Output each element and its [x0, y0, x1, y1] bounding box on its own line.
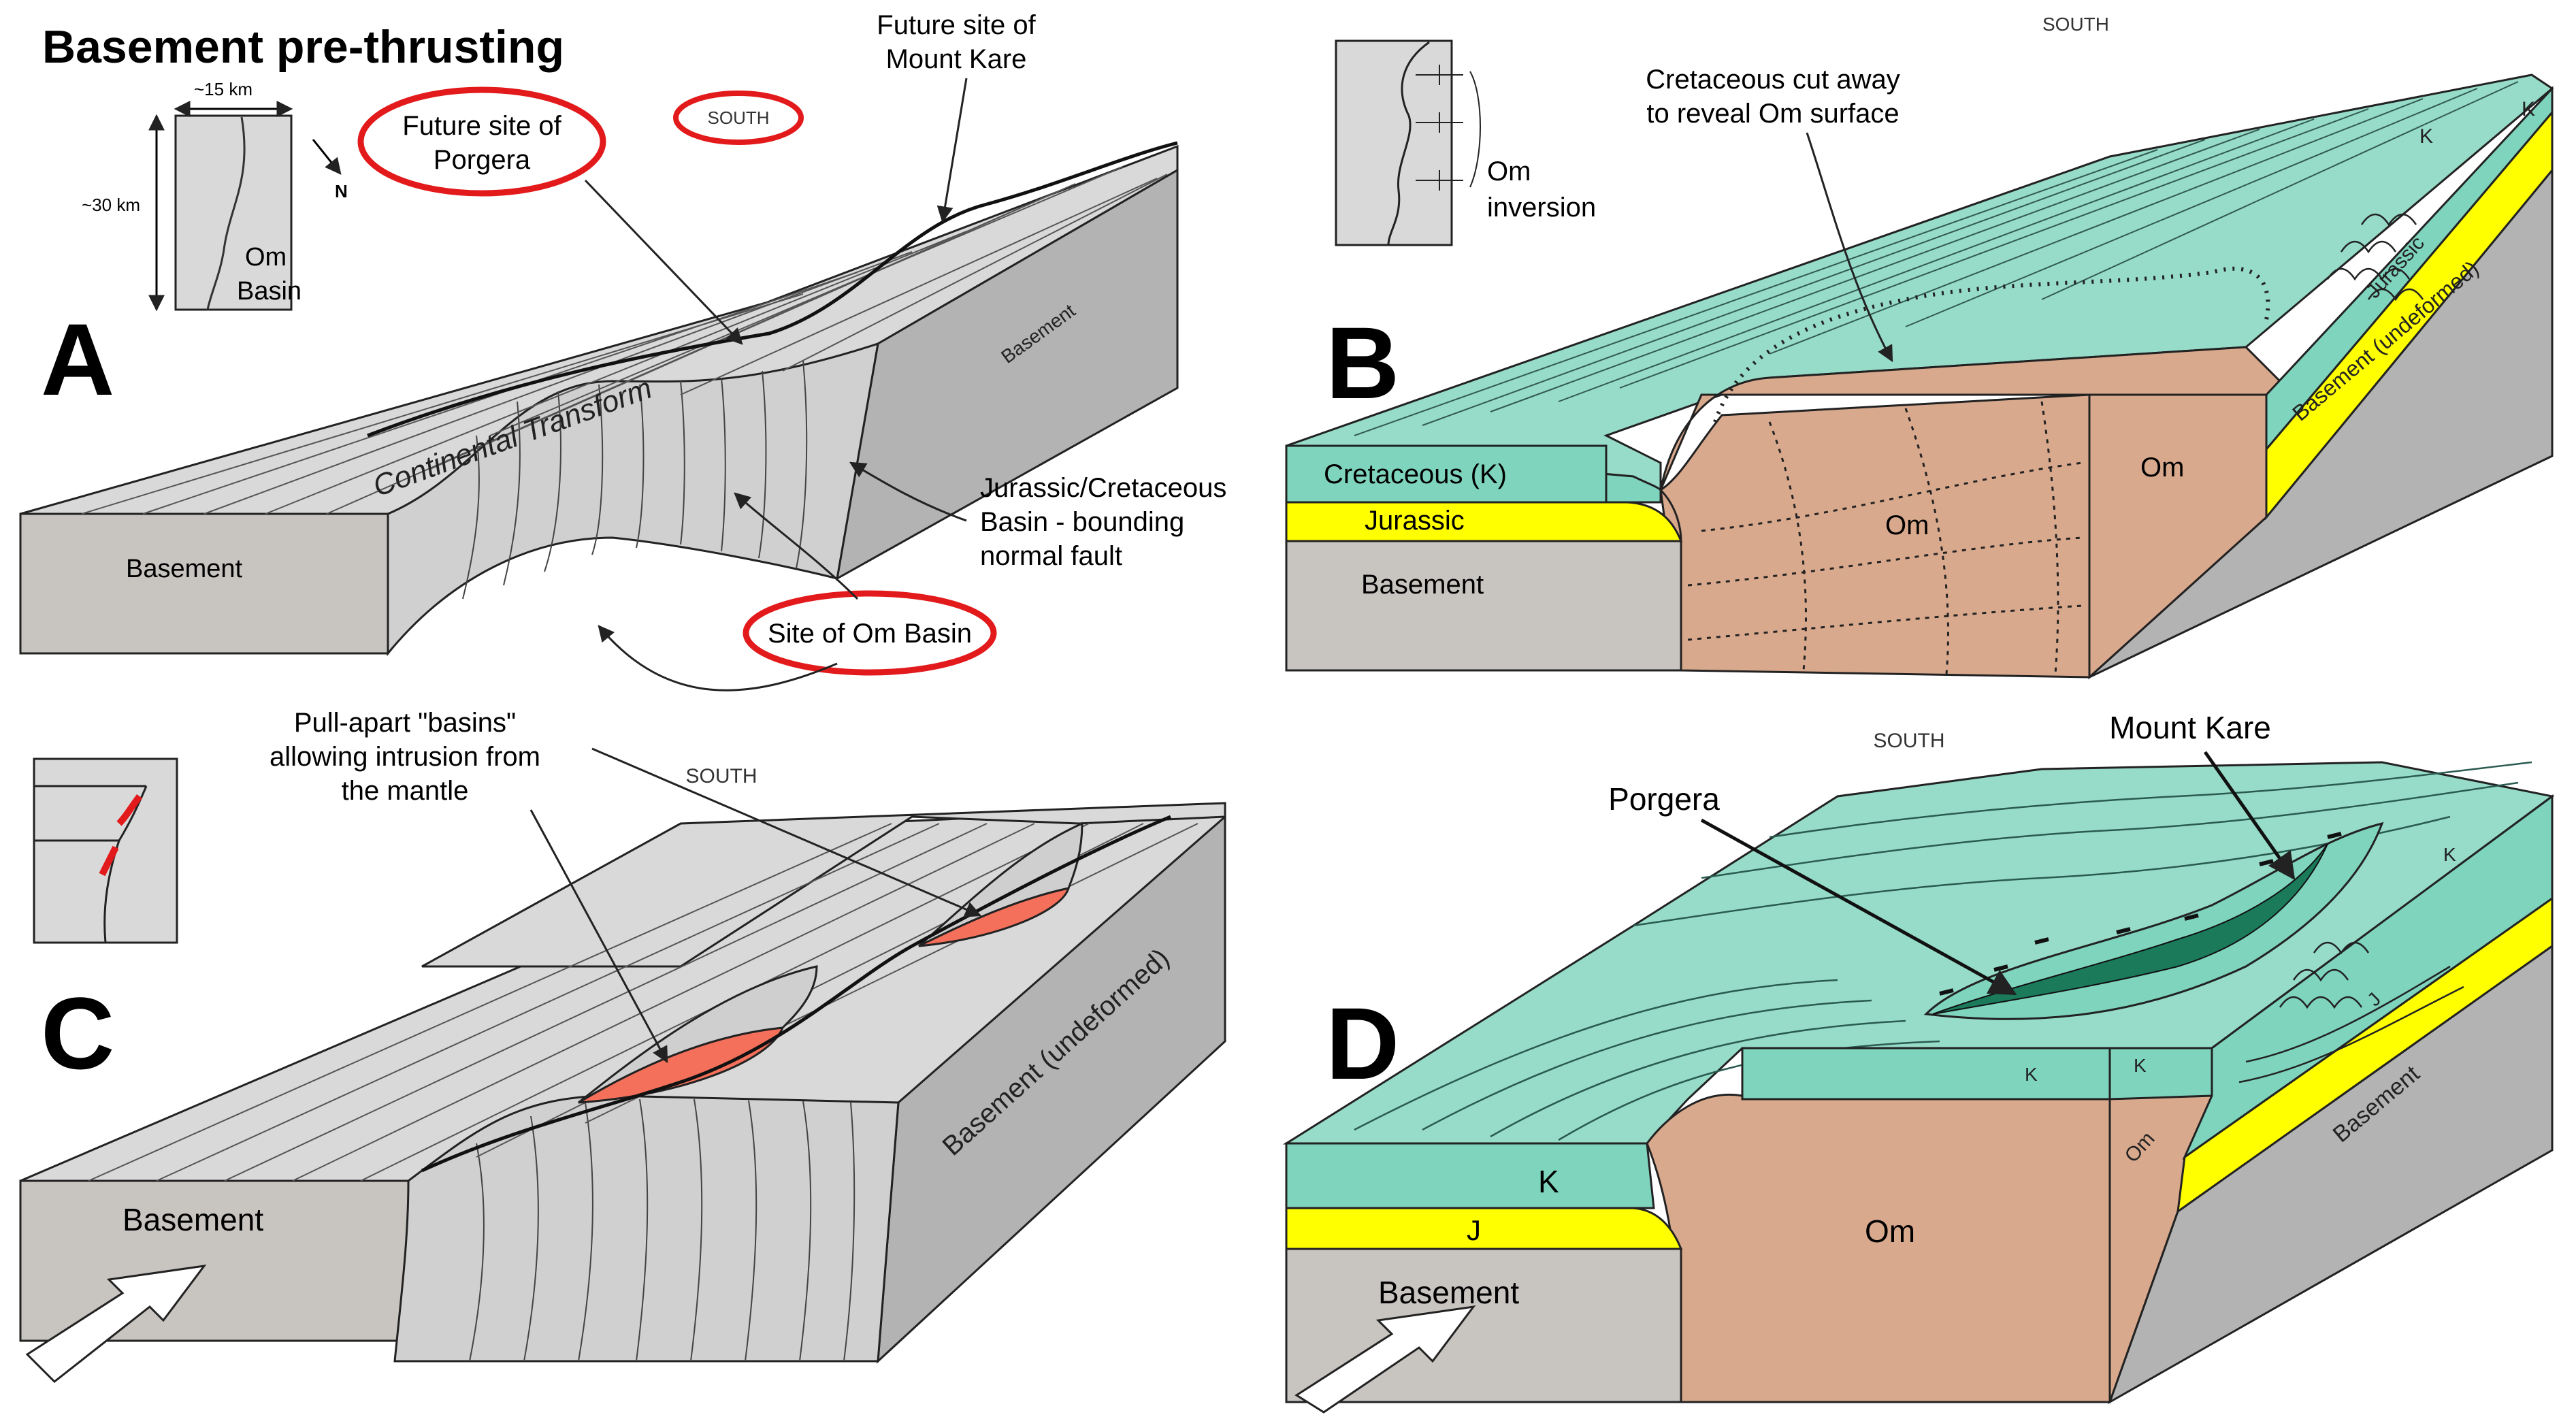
panel-d-k-top-front [1741, 1047, 2111, 1101]
pull-apart-wall-1 [578, 965, 818, 1104]
om-site-pointer-1 [734, 492, 859, 600]
om-site-pointer-2 [598, 625, 838, 691]
fault-label-line1: Jurassic/Cretaceous [980, 473, 1226, 503]
panel-c: C Pull-apart "basins" allowing intrusion… [19, 708, 1226, 1384]
panel-b-letter: B [1326, 306, 1399, 420]
panel-a: Basement pre-thrusting [19, 10, 1226, 691]
inset-width-label: ~15 km [194, 79, 252, 99]
panel-b-basement-label: Basement [1361, 570, 1484, 600]
panel-d-j-front [1285, 1207, 1683, 1250]
panel-b-om-front [1659, 393, 2091, 679]
panel-d-k-side [2108, 1047, 2213, 1101]
kare-pointer [936, 78, 968, 223]
inset-basin-label-line1: Om [245, 243, 287, 272]
om-site-label: Site of Om Basin [768, 619, 972, 649]
panel-d: SOUTH [1282, 710, 2555, 1414]
fault-pointer [849, 461, 967, 522]
panel-d-folds [2238, 941, 2464, 1084]
panel-d-cretaceous-end [2182, 794, 2554, 1160]
porgera-highlight-ellipse [357, 86, 606, 197]
panel-d-j-front-label: J [1467, 1214, 1481, 1246]
panel-b-k-label-2: K [2522, 98, 2535, 120]
panel-d-k-small-3: K [2443, 844, 2456, 865]
cut-label-line1: Cretaceous cut away [1646, 65, 1900, 95]
om-site-highlight-ellipse [743, 590, 997, 676]
panel-c-raised-block [421, 802, 1226, 968]
panel-a-letter: A [41, 302, 114, 417]
panel-b-cretaceous-label: Cretaceous (K) [1324, 459, 1507, 489]
panel-d-k-front [1285, 1142, 1655, 1209]
inset-inversion-label: inversion [1487, 193, 1596, 223]
panel-b-basement-front [1285, 540, 1682, 672]
panel-d-kare-pointer [2203, 751, 2296, 881]
panel-d-south-label: SOUTH [1874, 730, 1945, 752]
panel-b: Om inversion SOUTH [1285, 14, 2554, 680]
inset-height-label: ~30 km [82, 195, 140, 215]
panel-c-compression-arrow [25, 1265, 207, 1384]
panel-d-compression-arrow [1294, 1305, 1476, 1414]
panel-d-k-front-label: K [1538, 1164, 1559, 1199]
kare-label-line1: Future site of [877, 10, 1036, 40]
panel-d-ridges [1354, 761, 2532, 1141]
panel-b-south-label: SOUTH [2042, 14, 2109, 35]
panel-c-letter: C [41, 976, 114, 1090]
cut-label-line2: to reveal Om surface [1646, 99, 1899, 129]
panel-d-letter: D [1326, 986, 1399, 1101]
pull-pointer-2 [591, 747, 982, 917]
panel-d-k-small-1: K [2025, 1064, 2038, 1085]
panel-b-om-dotted [1687, 401, 2083, 674]
porgera-label-line1: Future site of [402, 111, 561, 141]
panel-b-jurassic-label: Jurassic [1365, 506, 1465, 536]
panel-d-om-label: Om [1865, 1214, 1915, 1249]
panel-d-trough [1923, 821, 2384, 1020]
fault-label-line2: Basin - bounding [980, 507, 1184, 537]
fault-label-line3: normal fault [980, 541, 1122, 571]
panel-c-transform-fault [421, 815, 1171, 1173]
panel-b-contact [1659, 489, 1682, 670]
panel-c-inset [33, 758, 178, 944]
panel-a-stripes [81, 166, 1168, 515]
panel-c-scarp-lines [469, 1098, 855, 1362]
panel-b-k-label-1: K [2419, 125, 2433, 148]
panel-d-k-small-2: K [2134, 1055, 2147, 1076]
panel-d-dashes [1939, 832, 2342, 996]
pull-label-line3: the mantle [342, 776, 469, 806]
panel-b-jurassic-band [1285, 501, 1683, 542]
panel-b-om-right-label: Om [2140, 453, 2184, 483]
panel-b-cretaceous-end [2265, 86, 2554, 453]
pull-label-line2: allowing intrusion from [270, 742, 540, 772]
porgera-label-line2: Porgera [434, 145, 531, 175]
panel-d-porgera-label: Porgera [1608, 781, 1720, 817]
south-highlight-ellipse [673, 91, 804, 145]
panel-a-basement-front-label: Basement [126, 555, 243, 583]
panel-d-basement-label: Basement [1378, 1275, 1519, 1310]
cut-pointer [1806, 132, 1893, 363]
panel-b-folds [2326, 213, 2424, 302]
panel-b-inset [1335, 39, 1481, 246]
panel-a-transform-fault [367, 141, 1178, 438]
panel-d-porgera-pointer [1700, 818, 2017, 996]
panel-b-cretaceous-band [1285, 444, 1608, 504]
panel-b-om-center-label: Om [1885, 510, 1929, 540]
panel-c-basement-front-label: Basement [123, 1202, 263, 1237]
panel-d-trough-dark [1932, 843, 2328, 1015]
inset-basin-label-line2: Basin [237, 277, 301, 306]
porgera-pointer [584, 179, 743, 345]
panel-a-south-label: SOUTH [708, 108, 770, 128]
pull-label-line1: Pull-apart "basins" [294, 708, 516, 738]
panel-a-inset-map [148, 101, 342, 312]
figure-title: Basement pre-thrusting [42, 21, 564, 73]
panel-a-front-face [19, 512, 389, 655]
pull-apart-wall-2 [918, 821, 1083, 947]
panel-b-stripes [1354, 81, 2519, 436]
pull-pointer-1 [529, 809, 668, 1064]
kare-label-line2: Mount Kare [886, 44, 1027, 74]
inset-north-label: N [335, 181, 348, 201]
panel-d-kare-label: Mount Kare [2109, 710, 2271, 745]
inset-om-label: Om [1487, 157, 1531, 186]
panel-c-south-label: SOUTH [686, 765, 757, 787]
